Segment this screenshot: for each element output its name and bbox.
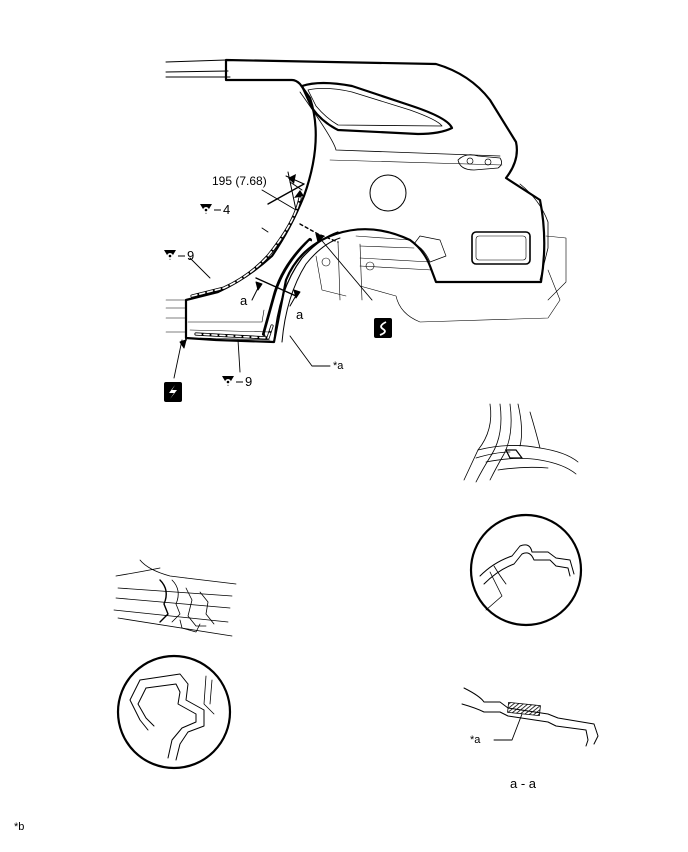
wheel-arch-flange (273, 231, 339, 343)
quarter-window (300, 81, 454, 136)
tail-lamp (457, 154, 502, 171)
cut-symbol (164, 382, 182, 402)
fuel-door (369, 174, 407, 212)
saw-cut-symbol (374, 318, 392, 338)
weld-seam-pillar (190, 196, 302, 298)
spot-weld-symbol (164, 250, 176, 260)
spot-weld-symbol (200, 204, 212, 214)
callout-a-main: *a (333, 360, 344, 372)
section-marker-left: a (240, 293, 248, 308)
quarter-panel-view (165, 58, 567, 379)
weld-count-lower: 9 (245, 374, 253, 389)
callout-a-section: *a (470, 734, 481, 746)
callout-b: *b (14, 821, 25, 833)
spot-weld-symbol (222, 376, 234, 386)
section-caption: a - a (510, 776, 537, 791)
detail-pillar-joint (463, 403, 579, 483)
section-marker-right: a (296, 307, 304, 322)
weld-count-middle: 9 (187, 248, 195, 263)
dimension-label: 195 (7.68) (212, 174, 267, 188)
weld-count-upper: 4 (223, 202, 231, 217)
label-dashes (178, 209, 243, 383)
detail-circle-upper (469, 513, 583, 627)
section-a-a (461, 687, 599, 747)
detail-sill-joint (113, 559, 237, 637)
license-plate-recess (471, 231, 531, 265)
detail-circle-lower (116, 654, 232, 770)
